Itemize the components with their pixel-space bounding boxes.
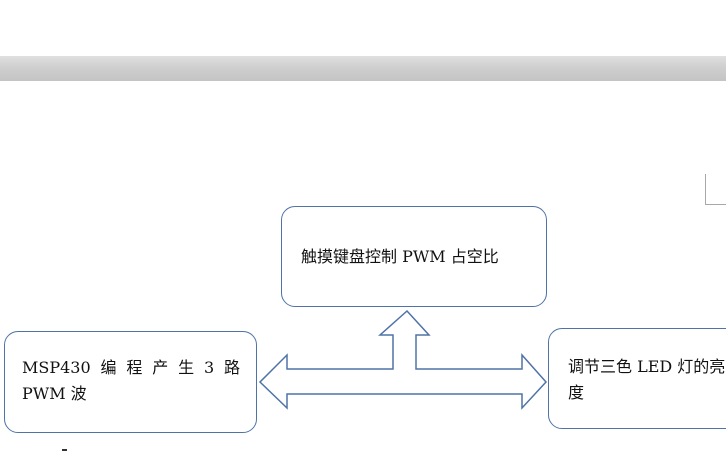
left-box-word: 程 <box>126 358 143 377</box>
text-fragment-mark <box>62 449 67 451</box>
right-box-line1: 调节三色 LED 灯的亮 <box>568 357 726 376</box>
left-box-line1: MSP430 编 程 产 生 3 路 <box>22 355 240 381</box>
page-separator <box>0 56 726 81</box>
left-box-word: 编 <box>100 358 117 377</box>
touch-keyboard-box: 触摸键盘控制 PWM 占空比 <box>281 206 547 307</box>
left-box-word: 生 <box>178 358 195 377</box>
left-box-word: 路 <box>223 358 240 377</box>
margin-corner-mark-horizontal <box>705 204 726 205</box>
led-adjust-box: 调节三色 LED 灯的亮 度 <box>548 328 726 429</box>
right-box-line2: 度 <box>568 383 585 402</box>
three-way-arrow <box>258 309 548 410</box>
msp430-box: MSP430 编 程 产 生 3 路 PWM 波 <box>4 331 257 433</box>
left-box-word: 3 <box>203 358 215 377</box>
left-box-word: 产 <box>152 358 169 377</box>
left-box-word: MSP430 <box>22 358 91 377</box>
left-box-line2: PWM 波 <box>22 384 87 403</box>
top-box-text: 触摸键盘控制 PWM 占空比 <box>301 247 499 266</box>
margin-corner-mark <box>705 174 706 204</box>
